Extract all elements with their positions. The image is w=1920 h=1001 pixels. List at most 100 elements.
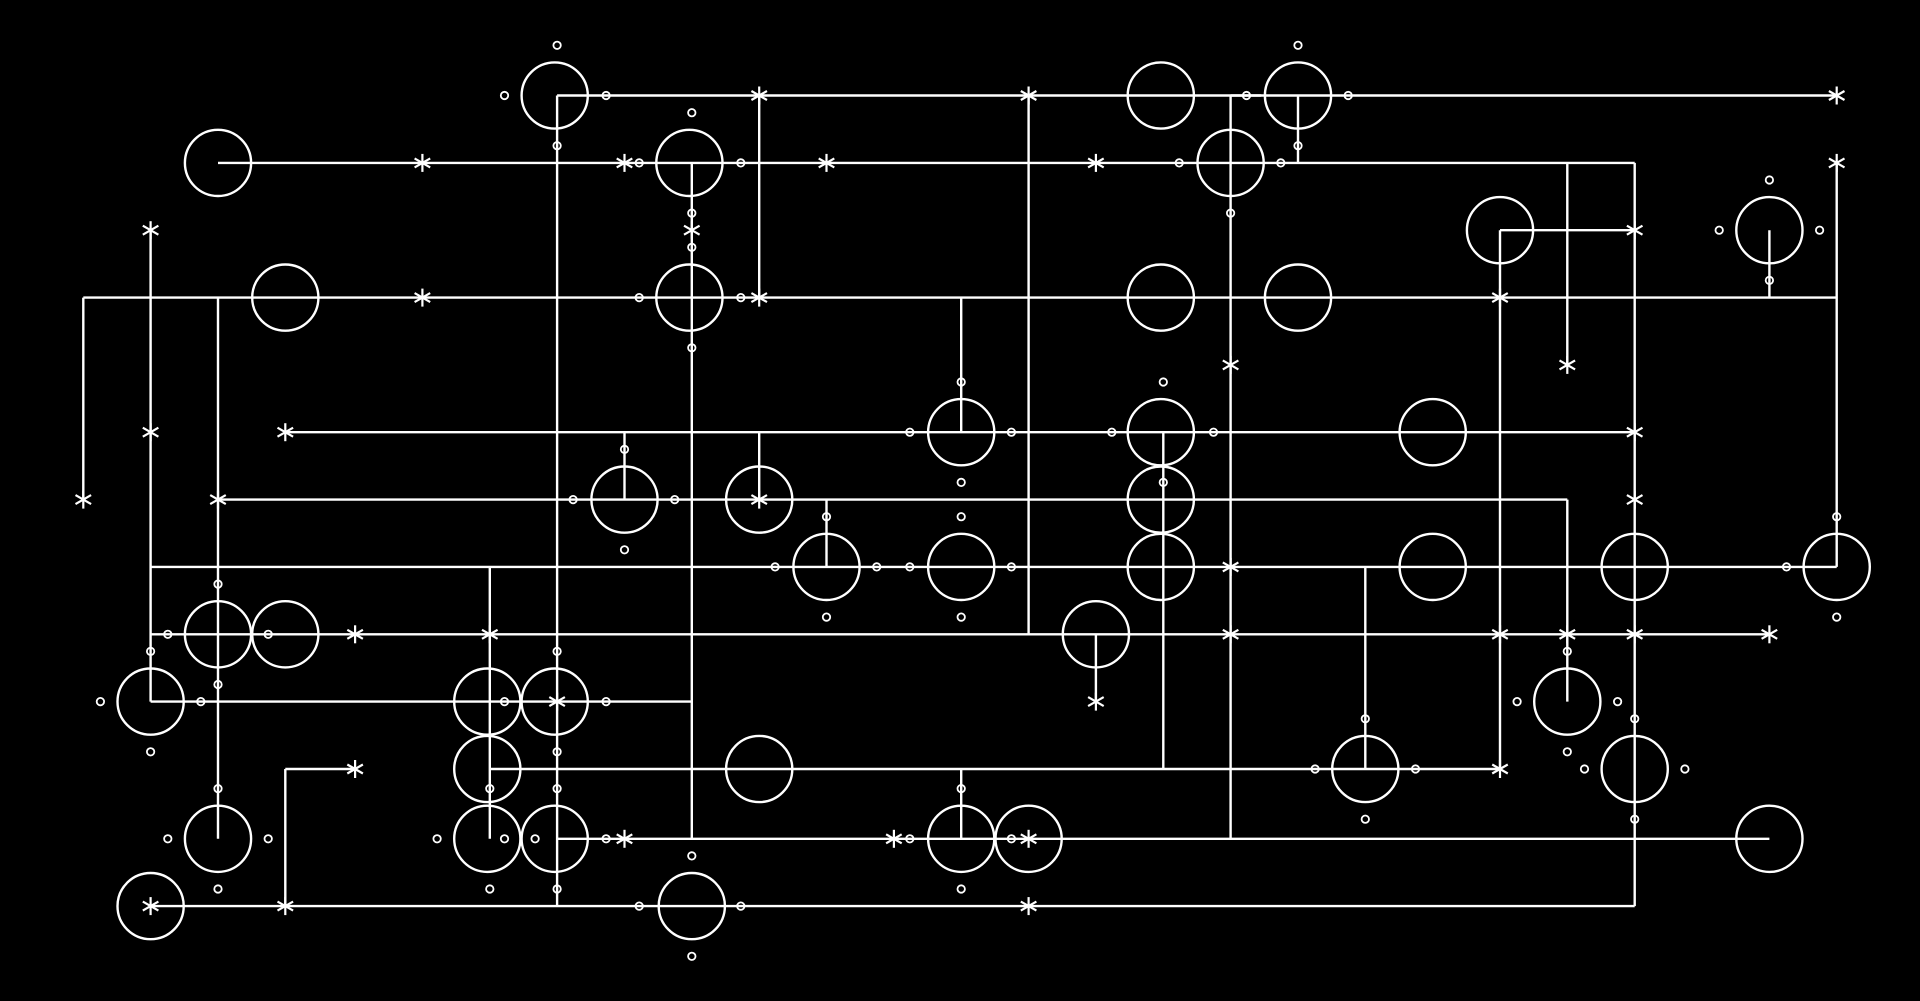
node-circle	[116, 667, 185, 736]
node-circle	[1126, 263, 1196, 332]
port-dot	[1764, 275, 1775, 285]
port-dot	[213, 579, 223, 589]
node-circle	[1061, 600, 1131, 669]
node-circle	[250, 600, 320, 669]
node-layer	[116, 61, 1871, 941]
port-dot	[146, 747, 156, 757]
port-dot	[634, 158, 644, 168]
node-circle	[724, 734, 794, 804]
port-dot	[552, 40, 562, 50]
port-dot	[263, 834, 273, 844]
junction-asterisk	[1626, 423, 1644, 442]
junction-asterisk	[1222, 355, 1239, 374]
port-dot	[163, 834, 173, 844]
port-dot	[1006, 834, 1017, 844]
junction-stroke	[1626, 426, 1644, 438]
junction-stroke	[346, 763, 364, 775]
junction-stroke	[1222, 628, 1239, 640]
junction-asterisk	[616, 153, 633, 172]
node-circle	[183, 804, 253, 874]
port-dot	[770, 562, 780, 572]
junction-asterisk	[750, 288, 768, 307]
port-dot	[1764, 175, 1775, 185]
port-dot	[956, 884, 966, 894]
junction-stroke	[1087, 696, 1105, 708]
port-dot	[1293, 40, 1303, 50]
junction-asterisk	[683, 221, 701, 240]
port-dot	[552, 141, 562, 151]
junction-asterisk	[1626, 625, 1644, 644]
junction-asterisk	[209, 490, 227, 509]
port-dot	[601, 834, 611, 844]
node-circle	[452, 734, 522, 804]
junction-stroke	[1087, 157, 1105, 169]
node-circle	[657, 871, 727, 941]
junction-asterisk	[1558, 355, 1576, 374]
junction-layer	[74, 86, 1846, 916]
junction-stroke	[548, 696, 566, 708]
junction-asterisk	[750, 86, 768, 105]
port-dot	[1630, 814, 1640, 824]
port-dot	[619, 545, 630, 555]
junction-asterisk	[276, 423, 294, 442]
port-dot	[1006, 562, 1017, 572]
node-circle	[116, 871, 185, 941]
junction-stroke	[346, 628, 364, 640]
port-dot	[1630, 714, 1640, 724]
junction-stroke	[1491, 628, 1509, 640]
junction-asterisk	[74, 490, 92, 509]
port-dot	[568, 494, 578, 505]
junction-stroke	[209, 494, 227, 506]
port-dot	[196, 696, 206, 707]
port-dot	[687, 951, 697, 961]
junction-stroke	[1491, 292, 1509, 304]
port-dot	[146, 646, 156, 657]
port-dot	[601, 90, 611, 101]
port-dot	[1276, 158, 1286, 168]
node-circle	[926, 397, 996, 467]
port-dot	[1360, 714, 1370, 724]
port-dot	[432, 834, 442, 844]
port-dot	[736, 158, 746, 168]
junction-stroke	[142, 426, 159, 438]
junction-asterisk	[1020, 897, 1037, 916]
junction-asterisk	[1626, 490, 1644, 509]
node-circle	[1735, 195, 1804, 265]
node-circle	[452, 804, 522, 874]
junction-asterisk	[1491, 760, 1509, 778]
junction-asterisk	[818, 153, 835, 172]
port-dot	[1512, 696, 1522, 707]
junction-stroke	[1558, 359, 1576, 371]
node-circle	[724, 465, 794, 534]
junction-asterisk	[1558, 625, 1576, 644]
port-dot	[670, 494, 680, 505]
port-dot	[213, 783, 223, 794]
junction-stroke	[1491, 763, 1509, 775]
junction-stroke	[1222, 359, 1239, 371]
node-circle	[1600, 532, 1669, 602]
port-dot	[1360, 814, 1370, 824]
port-dot	[905, 562, 915, 572]
junction-asterisk	[1222, 625, 1239, 644]
port-dot	[1158, 477, 1168, 487]
node-circle	[1263, 263, 1333, 332]
node-circle	[1126, 532, 1196, 602]
port-dot	[1158, 377, 1168, 387]
port-dot	[552, 646, 562, 657]
port-dot	[163, 629, 173, 639]
node-circle	[1398, 532, 1467, 602]
port-dot	[1832, 512, 1842, 522]
node-circle	[1600, 734, 1669, 804]
node-circle	[655, 263, 724, 332]
junction-stroke	[750, 292, 768, 304]
port-dot	[213, 679, 223, 690]
junction-stroke	[481, 628, 499, 640]
junction-asterisk	[1087, 692, 1105, 711]
port-dot	[905, 427, 915, 437]
junction-asterisk	[1626, 221, 1644, 240]
port-dot	[485, 783, 495, 794]
junction-stroke	[1020, 90, 1037, 101]
junction-stroke	[1020, 833, 1037, 845]
junction-asterisk	[1020, 86, 1037, 105]
node-circle	[1331, 734, 1400, 804]
